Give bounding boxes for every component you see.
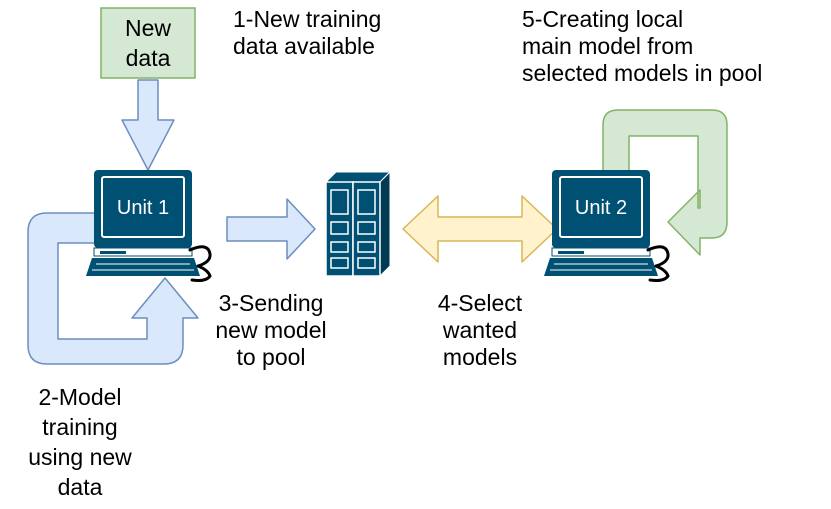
step3-label: 3-Sending new model to pool [215,290,327,370]
step1-label: 1-New training data available [233,6,382,59]
new-data-line1: New [125,15,171,41]
new-data-arrow [121,79,175,171]
step5-label: 5-Creating local main model from selecte… [522,6,763,86]
computer-icon: Unit 2 [544,170,670,282]
unit1-label: Unit 1 [117,197,169,219]
computer-icon: Unit 1 [86,170,212,282]
training-loop-arrow [27,212,199,365]
send-to-pool-arrow [226,198,316,260]
select-models-arrow [402,195,558,263]
server-pool-icon [324,170,392,278]
step4-label: 4-Select wanted models [437,290,523,370]
new-data-line2: data [126,45,171,71]
new-data-box: New data [100,7,196,79]
step2-label: 2-Model training using new data [28,384,132,500]
unit2-label: Unit 2 [575,197,627,219]
local-model-loop-arrow [602,109,728,256]
